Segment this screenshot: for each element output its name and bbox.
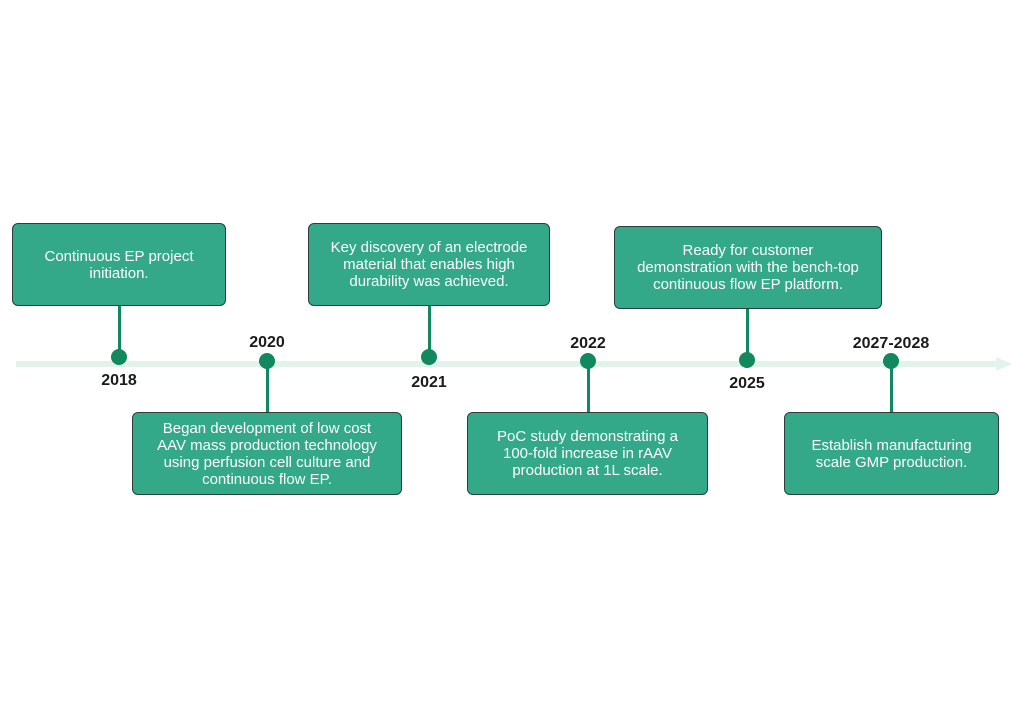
milestone-stem-2022 xyxy=(587,368,590,412)
milestone-card-2025: Ready for customer demonstration with th… xyxy=(614,226,882,309)
milestone-text-2018: Continuous EP project initiation. xyxy=(44,247,194,282)
milestone-year-2020: 2020 xyxy=(249,334,285,351)
milestone-text-2027-2028: Establish manufacturing scale GMP produc… xyxy=(811,436,972,471)
milestone-card-2027-2028: Establish manufacturing scale GMP produc… xyxy=(784,412,999,495)
timeline-arrowhead xyxy=(996,357,1012,371)
milestone-stem-2021 xyxy=(428,306,431,356)
milestone-text-2020: Began development of low cost AAV mass p… xyxy=(157,419,377,488)
milestone-text-2022: PoC study demonstrating a 100-fold incre… xyxy=(497,428,678,479)
milestone-stem-2025 xyxy=(746,309,749,355)
milestone-node-2027-2028 xyxy=(883,353,899,369)
milestone-node-2018 xyxy=(111,349,127,365)
milestone-stem-2027-2028 xyxy=(890,368,893,412)
milestone-year-2022: 2022 xyxy=(570,335,606,352)
milestone-year-2018: 2018 xyxy=(101,372,137,389)
milestone-card-2022: PoC study demonstrating a 100-fold incre… xyxy=(467,412,708,495)
milestone-node-2021 xyxy=(421,349,437,365)
milestone-card-2020: Began development of low cost AAV mass p… xyxy=(132,412,402,495)
milestone-stem-2020 xyxy=(266,368,269,412)
milestone-year-2025: 2025 xyxy=(729,375,765,392)
milestone-node-2025 xyxy=(739,352,755,368)
milestone-text-2025: Ready for customer demonstration with th… xyxy=(637,242,859,293)
milestone-node-2022 xyxy=(580,353,596,369)
milestone-node-2020 xyxy=(259,353,275,369)
milestone-year-2027-2028: 2027-2028 xyxy=(852,335,930,352)
milestone-card-2018: Continuous EP project initiation. xyxy=(12,223,226,306)
milestone-year-2021: 2021 xyxy=(411,374,447,391)
milestone-card-2021: Key discovery of an electrode material t… xyxy=(308,223,550,306)
milestone-text-2021: Key discovery of an electrode material t… xyxy=(330,239,528,290)
timeline-axis xyxy=(16,361,1000,367)
milestone-stem-2018 xyxy=(118,306,121,356)
